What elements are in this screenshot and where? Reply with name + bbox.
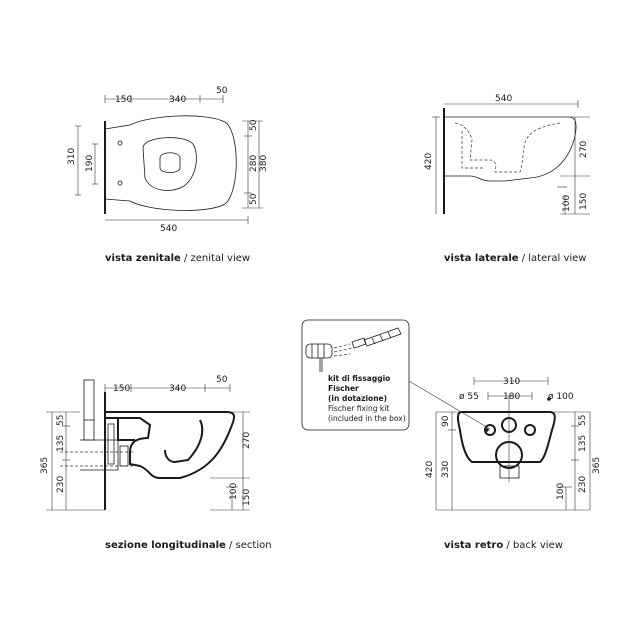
drain-outlet <box>499 465 520 479</box>
dim-label: 150 <box>579 193 589 210</box>
dim-label: 230 <box>56 476 66 493</box>
section-view: 150 340 50 55 135 365 230 270 150 100 se… <box>40 375 272 551</box>
fixing-kit-callout: kit di fissaggio Fischer (in dotazione) … <box>301 319 491 431</box>
dim-label: 365 <box>40 457 50 474</box>
fixing-hole <box>117 180 123 186</box>
dim-label: 100 <box>556 483 566 500</box>
dim-label: 420 <box>425 461 435 478</box>
zenital-view: 150 340 50 310 190 50 280 50 380 540 vis… <box>67 86 269 264</box>
dim-label: 230 <box>578 476 588 493</box>
fixing-hole <box>117 140 123 146</box>
bowl-back-outline <box>456 411 556 463</box>
dim-label: 420 <box>424 153 434 170</box>
drain-pipe <box>80 439 119 471</box>
dim-label: 310 <box>503 377 520 387</box>
dim-label: 55 <box>56 415 66 426</box>
dim-label: 150 <box>242 489 252 506</box>
dim-label: 365 <box>592 457 602 474</box>
hidden-trap-lines <box>454 122 561 173</box>
dim-label: 340 <box>169 384 186 394</box>
dim-label: 340 <box>169 95 186 105</box>
dim-label: 310 <box>67 148 77 165</box>
dim-label: 100 <box>229 483 239 500</box>
view-caption: vista zenitale / zenital view <box>105 253 250 264</box>
dim-label: 190 <box>85 155 95 172</box>
view-caption: vista retro / back view <box>444 540 563 551</box>
callout-box <box>301 319 410 431</box>
dim-label: 180 <box>503 392 520 402</box>
kit-text: Fischer fixing kit <box>328 404 389 413</box>
dim-label: 100 <box>562 195 572 212</box>
dim-label: 270 <box>242 432 252 449</box>
dim-label: 150 <box>115 95 132 105</box>
dim-label: 270 <box>579 141 589 158</box>
dim-label: 50 <box>249 119 259 131</box>
dim-label: 90 <box>441 415 451 427</box>
dim-label: 280 <box>249 155 259 172</box>
bowl-side-outline <box>444 116 577 182</box>
dim-label: 540 <box>495 94 512 104</box>
dim-label: 135 <box>56 435 66 452</box>
dim-label: 150 <box>113 384 130 394</box>
kit-text: kit di fissaggio <box>328 374 390 383</box>
dim-label: 50 <box>216 86 228 96</box>
view-caption: vista laterale / lateral view <box>444 253 586 264</box>
anchor-bolt-icon <box>351 327 402 349</box>
dim-label: 380 <box>259 155 269 172</box>
wall-plug-icon <box>305 343 353 372</box>
kit-text: Fischer <box>328 384 359 393</box>
dim-label: 330 <box>441 461 451 478</box>
dim-label: ø 55 <box>459 392 479 402</box>
leader-line <box>408 380 491 430</box>
dim-label: 50 <box>216 375 228 385</box>
lateral-view: 540 420 270 150 100 vista laterale / lat… <box>424 94 590 264</box>
fixing-hole <box>484 424 496 436</box>
kit-text: (included in the box) <box>328 414 406 423</box>
dim-label: 55 <box>578 415 588 426</box>
dim-label: 50 <box>249 193 259 205</box>
view-caption: sezione longitudinale / section <box>105 540 272 551</box>
bowl-outline-top <box>104 115 237 211</box>
dim-label: 540 <box>160 224 177 234</box>
fixing-hole <box>524 424 536 436</box>
bowl-inner-opening <box>142 137 197 191</box>
seat-hinge <box>159 152 181 173</box>
flush-pipe <box>83 379 95 421</box>
dim-label: ø 100 <box>548 392 574 402</box>
kit-text: (in dotazione) <box>328 394 387 403</box>
bowl-section-outline <box>105 411 236 479</box>
back-view: 310 180 ø 55 ø 100 420 330 90 55 135 230… <box>425 377 602 551</box>
dim-label: 135 <box>578 435 588 452</box>
